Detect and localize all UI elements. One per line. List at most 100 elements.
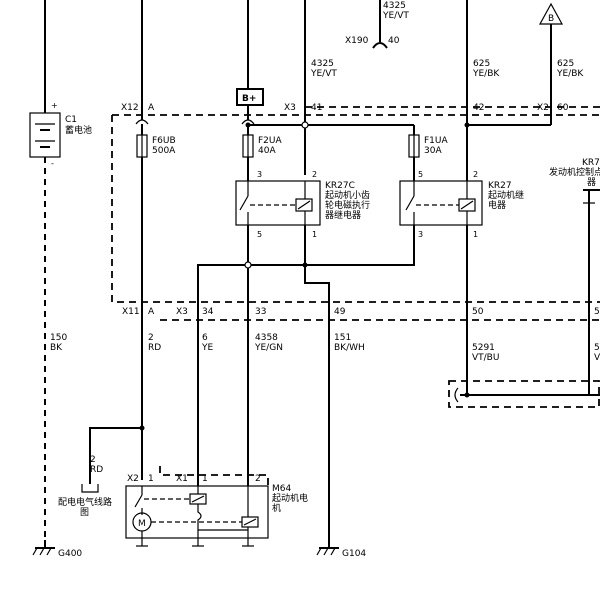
wire-625-b-number: 625 (557, 59, 574, 69)
pin-33: 33 (255, 307, 266, 317)
kr27-id: KR27 (488, 181, 512, 191)
x190-connector-symbol (372, 42, 388, 49)
kr27c-name-1: 起动机小齿 (325, 189, 370, 201)
motor-symbol: M (138, 519, 146, 529)
kr75-name-1: 发动机控制点 (549, 166, 600, 178)
fuse-f6ub-rating: 500A (152, 146, 176, 156)
wire-4325-top-number: 4325 (383, 1, 406, 11)
kr27-name-1: 起动机继 (488, 189, 524, 201)
wire-4358-color: YE/GN (254, 343, 283, 353)
wire-625-b-color: YE/BK (556, 69, 584, 79)
battery-c1: + - C1 蓄电池 (29, 0, 92, 168)
wire-625-a-color: YE/BK (472, 69, 500, 79)
kr27c-id: KR27C (325, 181, 355, 191)
ground-g104-label: G104 (342, 549, 366, 559)
splice-2-rd (139, 425, 145, 431)
svg-text:-: - (51, 159, 54, 168)
pin-49: 49 (334, 307, 346, 317)
wire-5-trunc-color: V (594, 353, 600, 363)
kr27c-name-2: 轮电磁执行 (325, 199, 370, 211)
kr75-id: KR75 (582, 158, 600, 168)
fuse-f2ua-rating: 40A (258, 146, 276, 156)
x190-label: X190 (345, 36, 369, 46)
x11-pin: A (148, 307, 155, 317)
wire-4358-number: 4358 (255, 333, 278, 343)
wire-5291-color: VT/BU (472, 353, 499, 363)
x1-pin2: 2 (255, 474, 261, 484)
wire-4325-mid-color: YE/VT (310, 69, 337, 79)
wire-6-number: 6 (202, 333, 208, 343)
wire-5-trunc-number: 5 (594, 343, 600, 353)
fuse-f6ub: F6UB 500A (136, 124, 176, 158)
pin-5-trunc: 5 (594, 307, 600, 317)
kr27c-pin1: 1 (312, 230, 317, 239)
fuse-f6ub-label: F6UB (152, 136, 176, 146)
b-triangle-symbol: B (538, 2, 564, 25)
dist-label-2: 图 (80, 507, 89, 518)
wire-151-color: BK/WH (334, 343, 365, 353)
wire-625-a-number: 625 (473, 59, 490, 69)
b-symbol-label: B (548, 14, 554, 24)
relay-kr27: 5 2 3 1 KR27 起动机继 电器 (399, 170, 524, 239)
kr75-name-2: 器 (587, 177, 596, 188)
wire-4325-top-color: YE/VT (382, 11, 409, 21)
bplus-label: B+ (242, 94, 256, 104)
bplus-box: B+ (236, 88, 264, 106)
wire-4325-mid-number: 4325 (311, 59, 334, 69)
wire-2-lower-color: RD (90, 465, 103, 475)
wire-151-number: 151 (334, 333, 351, 343)
x12-connector-arc (135, 119, 149, 125)
x2-pin60: 60 (557, 103, 569, 113)
wire-2-lower-number: 2 (90, 455, 96, 465)
kr27c-pin5: 5 (257, 230, 262, 239)
chassis-ground-symbols (136, 538, 254, 547)
x-module-connector-arc (454, 387, 459, 403)
x190-pin: 40 (388, 36, 400, 46)
svg-text:+: + (51, 101, 58, 110)
motor-id: M64 (272, 484, 291, 494)
wire-151-bkwh (304, 265, 330, 540)
x3-top-label: X3 (284, 103, 296, 113)
x2-bottom-pin1: 1 (148, 474, 154, 484)
x1-connector-dashline (159, 466, 269, 486)
fuse-relay-module-boundary (111, 114, 600, 303)
motor-name-1: 起动机电 (272, 492, 308, 504)
wire-150-color: BK (50, 343, 63, 353)
wire-5291-number: 5291 (472, 343, 495, 353)
x3-bottom-label: X3 (176, 307, 188, 317)
ground-g104-symbol (316, 540, 339, 556)
wire-150-number: 150 (50, 333, 67, 343)
x12-pin: A (148, 103, 155, 113)
crossover-4325 (301, 121, 309, 129)
x1-bottom-label: X1 (176, 474, 188, 484)
fuse-f1ua-rating: 30A (424, 146, 442, 156)
pin-34: 34 (202, 307, 214, 317)
pin-50: 50 (472, 307, 484, 317)
x11-label: X11 (122, 307, 140, 317)
relay-kr27c: 3 2 5 1 KR27C 起动机小齿 轮电磁执行 器继电器 (235, 170, 370, 239)
battery-name: 蓄电池 (65, 124, 92, 136)
dist-label-1: 配电电气线路 (58, 496, 112, 508)
kr27c-name-3: 器继电器 (325, 209, 361, 221)
x3-pin41: 41 (311, 103, 322, 113)
starter-motor-m64: M (125, 485, 269, 539)
fuse-f1ua: F1UA 30A (408, 125, 448, 158)
wire-2-rd-lower (89, 427, 142, 484)
f2ua-connector-arc (241, 119, 255, 125)
kr27c-pin2: 2 (312, 170, 317, 179)
fuse-f2ua: F2UA 40A (242, 125, 282, 158)
relay-kr75: KR75 发动机控制点 器 (549, 158, 600, 222)
x3-pin42: 42 (473, 103, 484, 113)
x1-pin1: 1 (202, 474, 208, 484)
kr27-pin2: 2 (473, 170, 478, 179)
battery-id: C1 (65, 115, 77, 125)
x2-bottom-label: X2 (127, 474, 139, 484)
x2-top-label: X2 (537, 103, 549, 113)
ground-g400-symbol (32, 540, 55, 556)
kr27-pin5: 5 (418, 170, 423, 179)
kr27-pin1: 1 (473, 230, 478, 239)
kr27c-pin3: 3 (257, 170, 262, 179)
x12-label: X12 (121, 103, 139, 113)
fuse-f1ua-label: F1UA (424, 136, 448, 146)
